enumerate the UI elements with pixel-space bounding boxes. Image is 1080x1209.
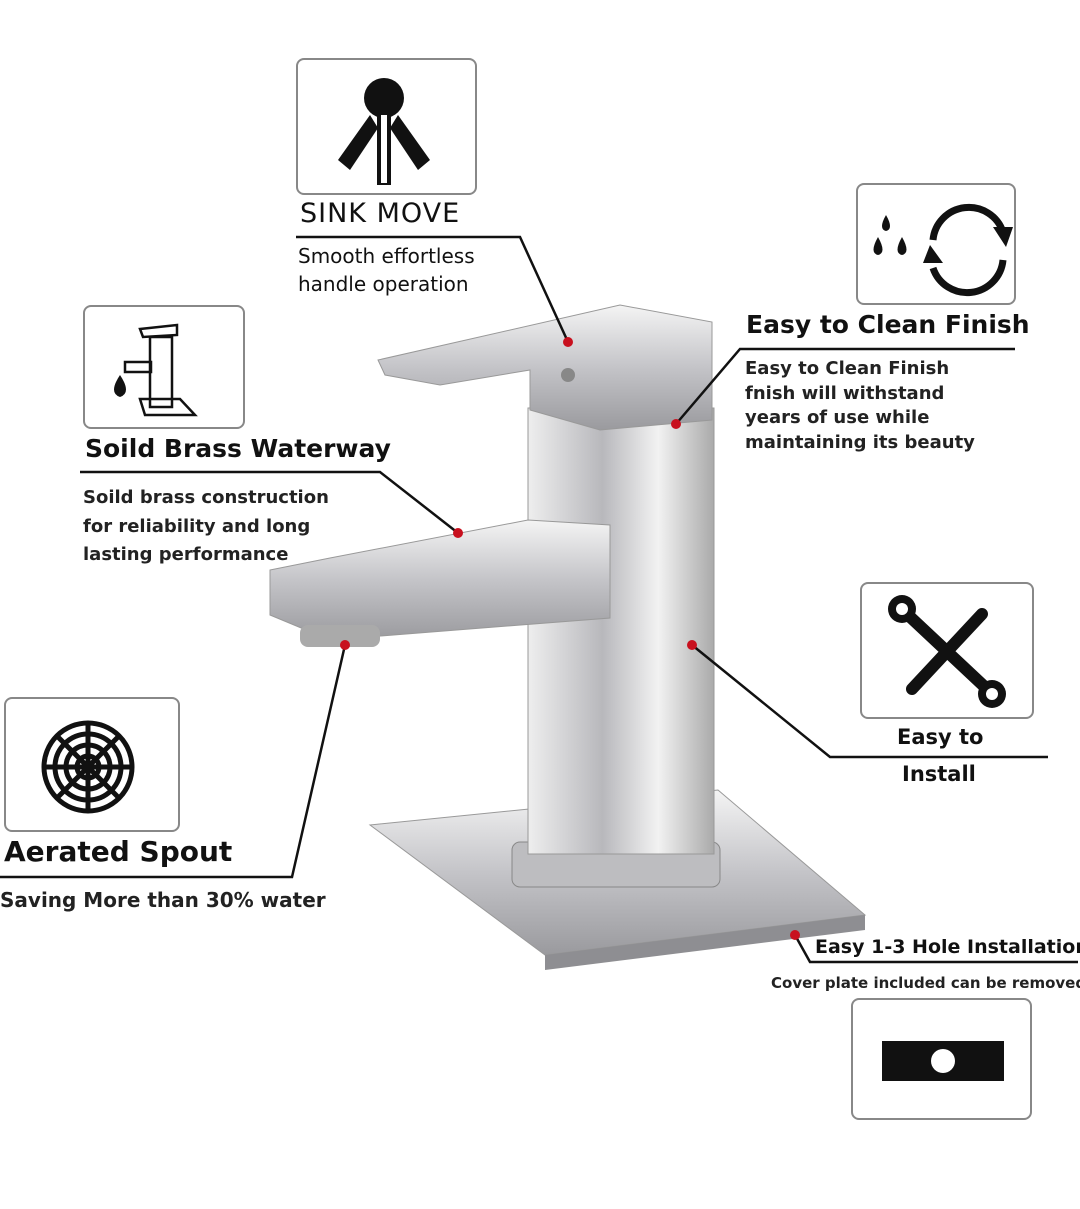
feature-title: Install (902, 762, 976, 786)
callout-dots (340, 337, 800, 940)
feature-desc: Easy to Clean Finish fnish will withstand… (745, 357, 975, 455)
spout (269, 519, 611, 641)
faucet-drip-icon (83, 305, 245, 429)
feature-desc: Smooth effortless handle operation (298, 242, 475, 298)
water-drops-refresh-icon (856, 183, 1016, 305)
desc-line: for reliability and long (83, 515, 311, 537)
feature-desc: Cover plate included can be removed (771, 974, 1080, 992)
handle (377, 304, 713, 431)
handle-lever-icon (296, 58, 477, 195)
wrench-screwdriver-icon (860, 582, 1034, 719)
desc-line: Easy to Clean Finish (745, 358, 950, 379)
desc-line: Soild brass construction (83, 487, 329, 508)
feature-desc: Soild brass construction for reliability … (83, 484, 329, 570)
callout-lines (0, 235, 1078, 964)
desc-line: years of use while (745, 407, 930, 428)
faucet-body (527, 407, 715, 855)
feature-title: Easy 1-3 Hole Installation (815, 936, 1080, 958)
desc-line: lasting performance (83, 544, 289, 565)
desc-line: fnish will withstand (745, 382, 945, 404)
cover-plate-icon (851, 998, 1032, 1120)
desc-line: Smooth effortless (298, 244, 475, 268)
desc-line: handle operation (298, 272, 469, 296)
aerator-icon (4, 697, 180, 832)
feature-title: SINK MOVE (300, 198, 461, 229)
feature-title: Easy to Clean Finish (746, 310, 1030, 339)
feature-title: Soild Brass Waterway (85, 434, 391, 463)
feature-title: Aerated Spout (4, 835, 233, 868)
feature-title: Easy to (897, 725, 984, 749)
feature-desc: Saving More than 30% water (0, 888, 326, 912)
desc-line: maintaining its beauty (745, 431, 975, 453)
